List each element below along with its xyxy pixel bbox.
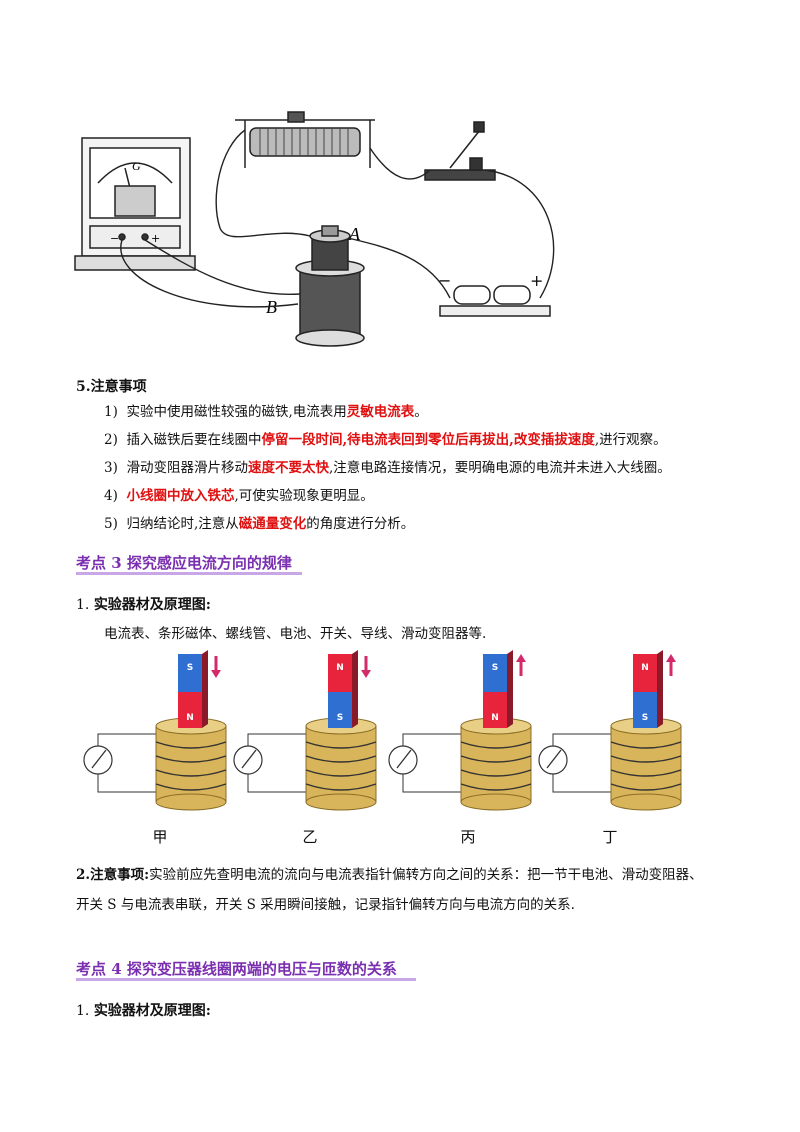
magnet-bottom-pole <box>178 692 202 728</box>
meter-needle <box>396 749 412 769</box>
coil-winding <box>305 783 377 791</box>
note-item-2: 2) 插入磁铁后要在线圈中停留一段时间,待电流表回到零位后再拔出,改变插拔速度,… <box>104 432 667 448</box>
coil-winding <box>155 755 227 763</box>
arrow-down-head <box>211 670 221 678</box>
magnet-bottom-label: S <box>337 713 343 723</box>
meter-needle <box>241 749 257 769</box>
wire-bottom <box>97 774 160 793</box>
meter-needle <box>91 749 107 769</box>
galvanometer-g-label: G <box>132 159 141 173</box>
magnet-top-pole <box>178 654 202 692</box>
meter-plus-label: + <box>151 232 160 245</box>
coil-winding <box>460 741 532 749</box>
coil-winding <box>610 769 682 777</box>
kp4-subheading: 1. 实验器材及原理图: <box>76 1003 211 1019</box>
magnet-bottom-pole <box>328 692 352 728</box>
coil-bottom <box>460 793 532 811</box>
meter-minus-label: − <box>110 232 119 245</box>
caption-yi: 乙 <box>302 828 318 846</box>
kp3-note: 2.注意事项:实验前应先查明电流的流向与电流表指针偏转方向之间的关系：把一节干电… <box>76 867 703 913</box>
battery <box>439 285 551 317</box>
induction-panel-3: SN <box>388 650 532 811</box>
caption-jia: 甲 <box>152 828 168 846</box>
coil-bottom <box>305 793 377 811</box>
arrow-down-head <box>361 670 371 678</box>
battery-minus-label: − <box>438 271 451 290</box>
induction-panel-2: NS <box>233 650 377 811</box>
induction-panel-1: SN <box>83 650 227 811</box>
magnet-bottom-label: N <box>186 713 194 723</box>
coil-winding <box>460 769 532 777</box>
note-item-4: 4) 小线圈中放入铁芯,可使实验现象更明显。 <box>104 488 374 504</box>
kp3-subheading: 1. 实验器材及原理图: <box>76 597 211 613</box>
caption-bing: 丙 <box>460 828 476 846</box>
magnet-top-pole <box>633 654 657 692</box>
note-item-5: 5) 归纳结论时,注意从磁通量变化的角度进行分析。 <box>104 516 415 532</box>
caption-ding: 丁 <box>602 828 618 846</box>
magnet-top-pole <box>483 654 507 692</box>
wire-top <box>247 733 310 746</box>
coil-winding <box>305 769 377 777</box>
coil-winding <box>305 741 377 749</box>
magnet-top-pole <box>328 654 352 692</box>
coil-bottom <box>155 793 227 811</box>
magnet-bottom-label: N <box>491 713 499 723</box>
coil-winding <box>155 769 227 777</box>
rheostat <box>235 111 375 168</box>
coil <box>610 725 682 803</box>
coil-winding <box>155 741 227 749</box>
apparatus-figure: G − + A B <box>74 111 555 347</box>
magnet-side <box>352 650 358 728</box>
coil-assembly <box>295 225 365 347</box>
magnet-top-label: S <box>492 663 498 673</box>
coil-winding <box>610 755 682 763</box>
coil-winding <box>155 783 227 791</box>
coil-winding <box>460 783 532 791</box>
induction-panel-4: NS <box>538 650 682 811</box>
coil-winding <box>610 783 682 791</box>
wire-top <box>552 733 615 746</box>
magnet-side <box>202 650 208 728</box>
wires <box>120 129 555 308</box>
magnet-side <box>507 650 513 728</box>
coil-winding <box>460 755 532 763</box>
wire-bottom <box>552 774 615 793</box>
magnet-top-label: S <box>187 663 193 673</box>
coil-winding <box>305 755 377 763</box>
galvanometer <box>74 137 196 271</box>
kp3-equipment: 电流表、条形磁体、螺线管、电池、开关、导线、滑动变阻器等. <box>104 626 487 642</box>
coil-winding <box>610 741 682 749</box>
note-item-3: 3) 滑动变阻器滑片移动速度不要太快,注意电路连接情况，要明确电源的电流并未进入… <box>104 460 671 476</box>
switch <box>424 121 496 181</box>
kp3-title: 考点 3 探究感应电流方向的规律 <box>76 554 292 572</box>
kp4-underline <box>76 978 416 981</box>
kp4-title: 考点 4 探究变压器线圈两端的电压与匝数的关系 <box>76 960 397 978</box>
magnet-top-label: N <box>336 663 344 673</box>
magnet-side <box>657 650 663 728</box>
section5-heading: 5.注意事项 <box>76 379 147 395</box>
battery-plus-label: + <box>530 271 543 290</box>
wire-top <box>402 733 465 746</box>
arrow-up-head <box>516 654 526 662</box>
wire-top <box>97 733 160 746</box>
magnet-bottom-pole <box>633 692 657 728</box>
kp3-underline <box>76 572 302 575</box>
wire-bottom <box>402 774 465 793</box>
magnet-bottom-pole <box>483 692 507 728</box>
coil-bottom <box>610 793 682 811</box>
wire-bottom <box>247 774 310 793</box>
arrow-up-head <box>666 654 676 662</box>
magnet-bottom-label: S <box>642 713 648 723</box>
meter-needle <box>546 749 562 769</box>
note-item-1: 1) 实验中使用磁性较强的磁铁,电流表用灵敏电流表。 <box>104 404 428 420</box>
magnet-top-label: N <box>641 663 649 673</box>
